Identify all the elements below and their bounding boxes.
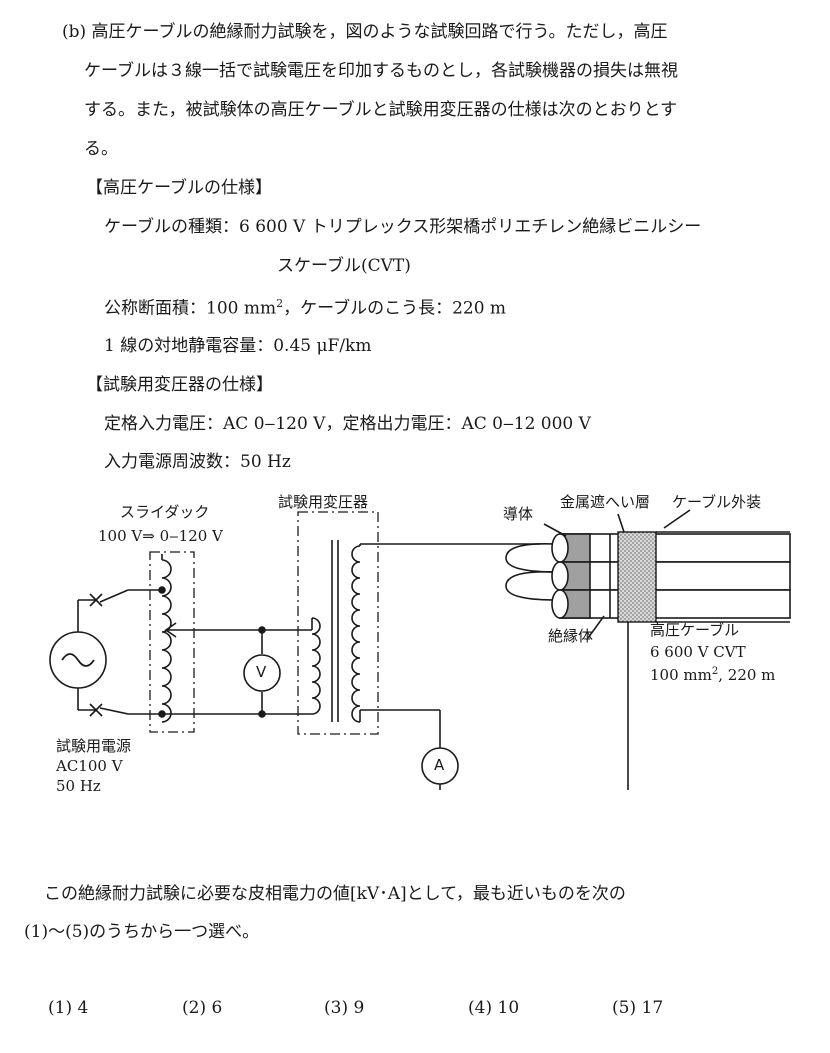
cable-type-line-1: ケーブルの種類：6 600 V トリプレックス形架橋ポリエチレン絶縁ビニルシー xyxy=(104,217,702,237)
source-label-2: AC100 V xyxy=(56,757,123,775)
source-label-3: 50 Hz xyxy=(56,777,101,795)
switch-icon-bottom xyxy=(89,703,103,717)
secondary-coil-icon xyxy=(351,545,361,723)
choice-3[interactable]: (3) 9 xyxy=(324,998,364,1018)
frequency-line: 入力電源周波数：50 Hz xyxy=(104,452,291,472)
rated-voltage-line: 定格入力電圧：AC 0‒120 V，定格出力電圧：AC 0‒12 000 V xyxy=(104,414,591,434)
slidac-range: 100 V⇒ 0‒120 V xyxy=(98,527,223,545)
transformer-label: 試験用変圧器 xyxy=(278,493,369,511)
question-line-2: (1)～(5)のうちから一つ選べ。 xyxy=(24,922,260,942)
cable-area-suffix: ，ケーブルのこう長：220 m xyxy=(283,298,507,319)
conductor-label: 導体 xyxy=(503,505,534,523)
cable-label-2: 6 600 V CVT xyxy=(650,643,746,661)
cable-label-3-suffix: , 220 m xyxy=(718,666,776,684)
intro-line-4: る。 xyxy=(84,139,118,159)
switch-icon-top xyxy=(89,593,103,607)
cable-label-3-sup: 2 xyxy=(711,666,719,677)
question-line-1: この絶縁耐力試験に必要な皮相電力の値[kV･A]として，最も近いものを次の xyxy=(44,884,626,904)
cable-type-line-2: スケーブル(CVT) xyxy=(277,256,411,276)
transformer-spec-header: 【試験用変圧器の仕様】 xyxy=(86,375,273,395)
choice-4-num: (4) xyxy=(468,998,493,1018)
choice-1-num: (1) xyxy=(48,998,73,1018)
ac-source-icon xyxy=(49,631,107,689)
choice-5[interactable]: (5) 17 xyxy=(612,998,663,1018)
cable-label-3-prefix: 100 mm xyxy=(650,666,712,684)
shield-label: 金属遮へい層 xyxy=(560,493,651,511)
source-label-1: 試験用電源 xyxy=(56,737,132,755)
choice-1[interactable]: (1) 4 xyxy=(48,998,88,1018)
sheath-label: ケーブル外装 xyxy=(672,493,762,511)
slidac-coil-icon xyxy=(161,559,172,723)
choice-1-value: 4 xyxy=(77,998,89,1018)
choice-2-value: 6 xyxy=(211,998,223,1018)
choice-3-num: (3) xyxy=(324,998,349,1018)
cable-area-prefix: 公称断面積：100 mm xyxy=(104,298,277,319)
test-circuit-diagram xyxy=(49,509,791,790)
capacitance-line: 1 線の対地静電容量：0.45 μF/km xyxy=(104,336,372,356)
primary-coil-icon xyxy=(311,617,321,715)
choice-3-value: 9 xyxy=(353,998,365,1018)
voltmeter-label: V xyxy=(256,663,267,681)
choice-5-value: 17 xyxy=(641,998,664,1018)
cable-bundle-icon xyxy=(551,531,791,623)
cable-label-1: 高圧ケーブル xyxy=(650,621,740,639)
cable-spec-header: 【高圧ケーブルの仕様】 xyxy=(86,178,272,198)
answer-choices: (1) 4 (2) 6 (3) 9 (4) 10 (5) 17 xyxy=(48,998,788,1022)
intro-line-1: (b) 高圧ケーブルの絶縁耐力試験を，図のような試験回路で行う。ただし，高圧 xyxy=(62,22,668,42)
cable-label-3: 100 mm2, 220 m xyxy=(650,666,775,684)
choice-5-num: (5) xyxy=(612,998,637,1018)
cable-area-line: 公称断面積：100 mm2，ケーブルのこう長：220 m xyxy=(104,297,506,319)
choice-2-num: (2) xyxy=(182,998,207,1018)
slidac-label: スライダック xyxy=(120,503,210,521)
choice-4[interactable]: (4) 10 xyxy=(468,998,519,1018)
intro-line-2: ケーブルは３線一括で試験電圧を印加するものとし，各試験機器の損失は無視 xyxy=(84,61,678,81)
slidac-box xyxy=(149,551,195,733)
intro-line-3: する。また，被試験体の高圧ケーブルと試験用変圧器の仕様は次のとおりとす xyxy=(84,100,678,120)
voltmeter-icon xyxy=(243,654,281,692)
insulator-label: 絶縁体 xyxy=(548,627,594,645)
ammeter-label: A xyxy=(434,756,445,774)
choice-2[interactable]: (2) 6 xyxy=(182,998,222,1018)
choice-4-value: 10 xyxy=(497,998,520,1018)
cable-area-sup: 2 xyxy=(276,297,284,310)
transformer-box xyxy=(297,511,379,735)
